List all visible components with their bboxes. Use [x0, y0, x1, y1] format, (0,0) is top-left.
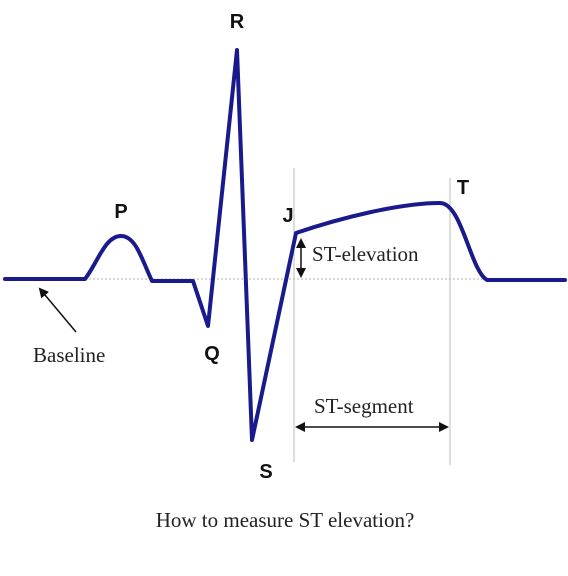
- label-p: P: [114, 201, 127, 223]
- label-s: S: [259, 461, 272, 483]
- baseline-pointer-arrow: [38, 287, 77, 333]
- baseline-label: Baseline: [33, 343, 105, 367]
- label-q: Q: [204, 343, 220, 365]
- label-j: J: [282, 205, 293, 227]
- ecg-waveform: [3, 48, 567, 442]
- st-elevation-label: ST-elevation: [312, 242, 419, 266]
- st-segment-label: ST-segment: [314, 394, 414, 418]
- label-t: T: [457, 177, 469, 199]
- label-r: R: [230, 11, 245, 33]
- figure-caption: How to measure ST elevation?: [156, 508, 415, 532]
